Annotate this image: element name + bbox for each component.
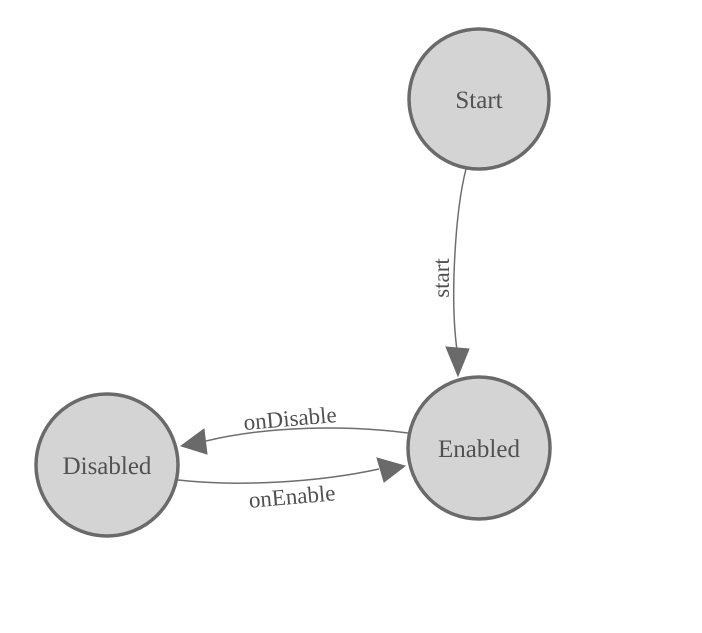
transition-start: start [429,168,470,378]
state-node-start-label: Start [455,87,502,114]
state-node-enabled-label: Enabled [438,436,520,463]
transition-start-line [453,168,467,351]
arrowhead-down-icon [445,346,470,378]
state-node-start: Start [407,27,551,171]
arrowhead-right-icon [376,457,407,483]
transition-start-label: start [429,258,454,298]
transition-onenable-line [177,468,380,484]
transition-ondisable: onDisable [179,402,409,455]
transition-onenable: onEnable [177,457,407,513]
state-node-disabled-circle [34,392,180,538]
transition-ondisable-line [205,427,409,442]
transition-ondisable-label: onDisable [243,402,338,435]
state-node-enabled: Enabled [406,375,552,521]
arrowhead-left-icon [179,428,208,455]
state-node-enabled-circle [406,375,552,521]
state-node-disabled-label: Disabled [63,453,152,480]
state-node-disabled: Disabled [34,392,180,538]
transition-onenable-label: onEnable [248,480,337,512]
state-node-start-circle [407,27,551,171]
